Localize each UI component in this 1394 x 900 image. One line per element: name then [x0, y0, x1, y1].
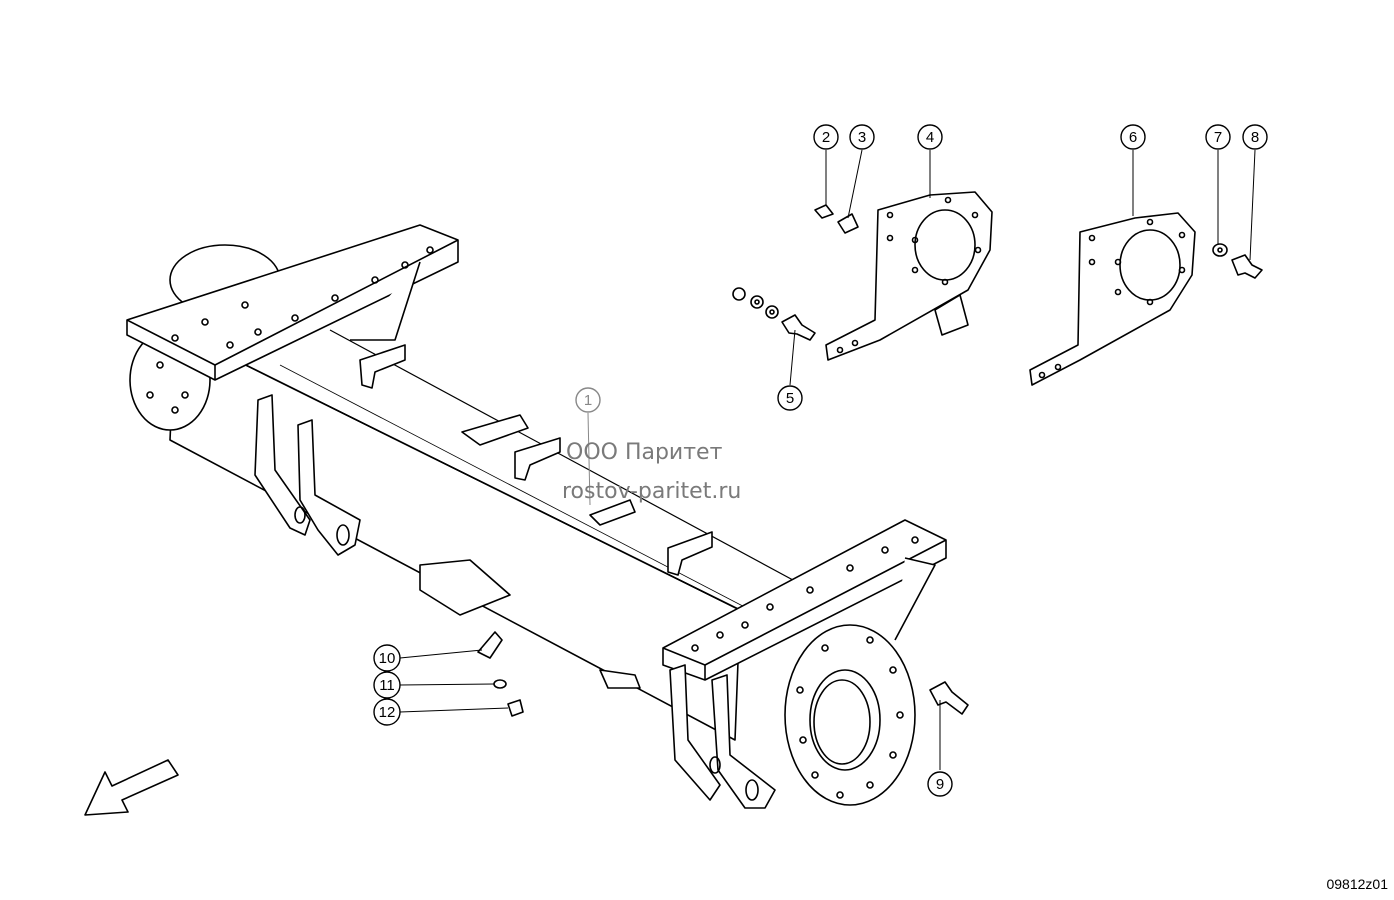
- callout-11: 11: [373, 671, 401, 699]
- callout-5: 5: [777, 385, 803, 411]
- callout-3: 3: [849, 124, 875, 150]
- right-hanger-brackets: [669, 664, 776, 809]
- watermark-company: ООО Паритет: [566, 440, 723, 465]
- svg-text:1: 1: [584, 392, 592, 409]
- watermark-website: rostov-paritet.ru: [562, 479, 742, 504]
- svg-text:5: 5: [786, 390, 794, 407]
- bracket-plate-part-6: [1029, 212, 1196, 386]
- leader-lines: [399, 149, 1256, 770]
- callout-1: 1: [575, 387, 601, 413]
- bracket-plate-part-4: [825, 191, 993, 361]
- svg-text:2: 2: [822, 129, 830, 146]
- svg-text:3: 3: [858, 129, 866, 146]
- svg-text:7: 7: [1214, 129, 1222, 146]
- svg-text:9: 9: [936, 776, 944, 793]
- callout-6: 6: [1120, 124, 1146, 150]
- svg-text:11: 11: [379, 677, 395, 694]
- small-hardware: [477, 204, 1263, 717]
- callout-9: 9: [927, 771, 953, 797]
- callout-2: 2: [813, 124, 839, 150]
- right-mounting-plate: [662, 519, 947, 681]
- svg-text:6: 6: [1129, 129, 1137, 146]
- left-hanger-brackets: [254, 394, 361, 556]
- callout-10: 10: [373, 644, 401, 672]
- left-mounting-plate: [126, 224, 459, 381]
- axle-beam: [169, 329, 831, 741]
- right-flange: [784, 624, 916, 806]
- svg-text:10: 10: [379, 650, 396, 667]
- svg-text:12: 12: [379, 704, 396, 721]
- bolt-part-9: [929, 681, 969, 715]
- callout-7: 7: [1205, 124, 1231, 150]
- direction-arrow-icon: [84, 759, 179, 816]
- callout-8: 8: [1242, 124, 1268, 150]
- callouts: 2 3 4 6 7 8 5 1: [373, 124, 1268, 797]
- callout-12: 12: [373, 698, 401, 726]
- drawing-id: 09812z01: [1326, 876, 1388, 892]
- callout-4: 4: [917, 124, 943, 150]
- svg-text:4: 4: [926, 129, 934, 146]
- svg-text:8: 8: [1251, 129, 1259, 146]
- center-brackets: [359, 344, 713, 689]
